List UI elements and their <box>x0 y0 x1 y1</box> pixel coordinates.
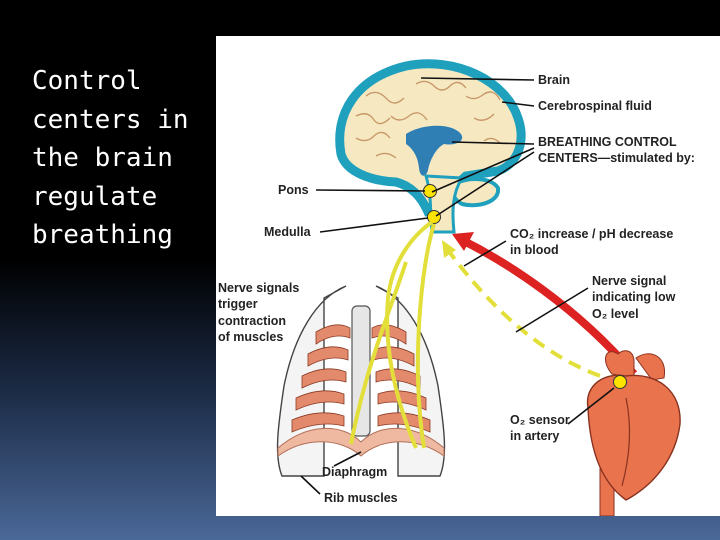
label-o2-sensor-1: O₂ sensor <box>510 413 570 427</box>
label-nerve-signal-low-o2-3: O₂ level <box>592 307 639 321</box>
label-breathing-control-centers-2: CENTERS—stimulated by: <box>538 151 695 165</box>
heart-illustration <box>588 351 681 516</box>
label-brain: Brain <box>538 73 570 87</box>
label-diaphragm: Diaphragm <box>322 465 387 479</box>
breathing-control-diagram: Brain Cerebrospinal fluid BREATHING CONT… <box>216 36 720 516</box>
label-rib-muscles: Rib muscles <box>324 491 398 505</box>
brain-illustration <box>340 64 521 232</box>
label-nerve-signals-trigger-4: of muscles <box>218 330 283 344</box>
label-nerve-signals-trigger-3: contraction <box>218 314 286 328</box>
label-nerve-signal-low-o2-1: Nerve signal <box>592 274 666 288</box>
label-pons: Pons <box>278 183 309 197</box>
label-co2-increase-1: CO₂ increase / pH decrease <box>510 227 673 241</box>
label-nerve-signal-low-o2-2: indicating low <box>592 290 676 304</box>
label-cerebrospinal-fluid: Cerebrospinal fluid <box>538 99 652 113</box>
label-medulla: Medulla <box>264 225 312 239</box>
label-nerve-signals-trigger-2: trigger <box>218 297 258 311</box>
label-breathing-control-centers-1: BREATHING CONTROL <box>538 135 677 149</box>
label-co2-increase-2: in blood <box>510 243 559 257</box>
slide-title: Control centers in the brain regulate br… <box>32 62 212 255</box>
label-o2-sensor-2: in artery <box>510 429 559 443</box>
label-nerve-signals-trigger-1: Nerve signals <box>218 281 299 295</box>
o2-sensor-node <box>614 376 627 389</box>
